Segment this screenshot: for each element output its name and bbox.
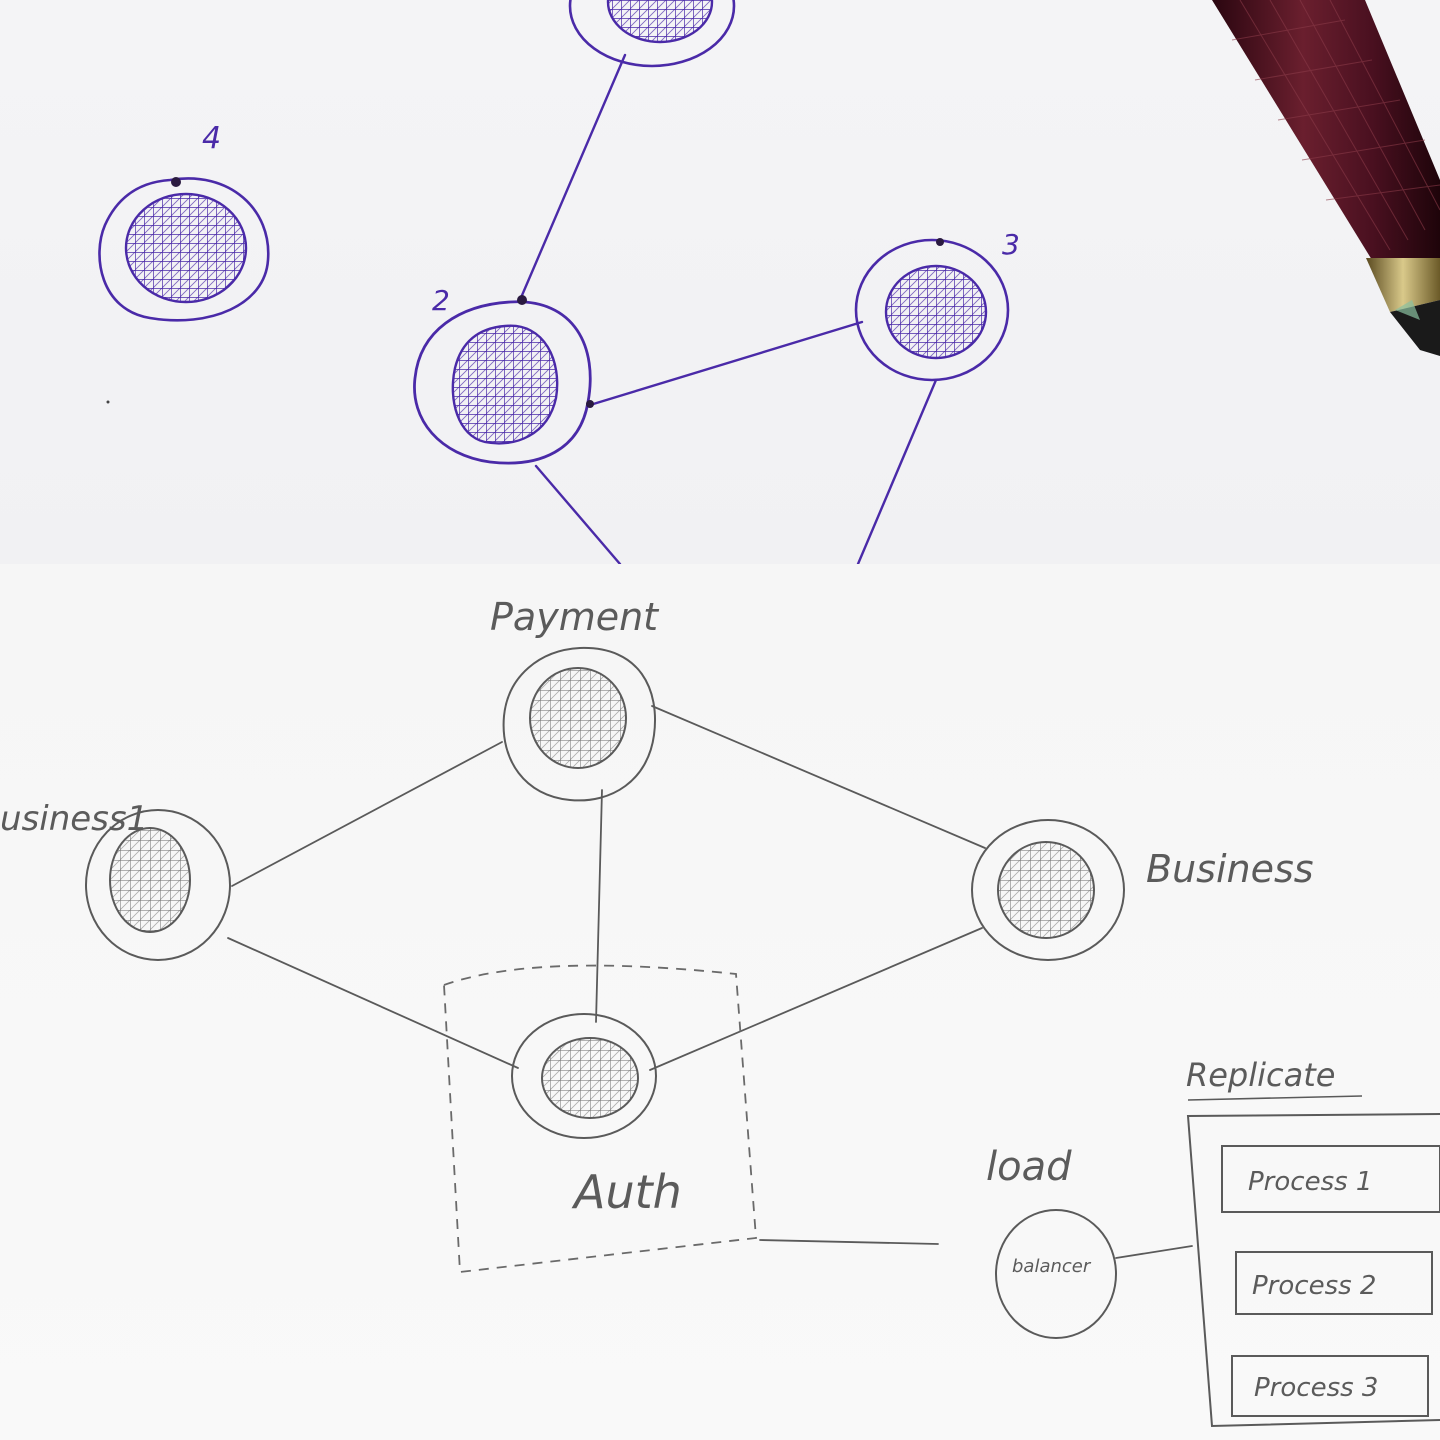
pencil-node-business <box>971 819 1125 961</box>
edge-top-to-node-2 <box>518 53 627 302</box>
process-1-label: Process 1 <box>1248 1167 1372 1197</box>
process-box-3: Process 3 <box>1231 1355 1429 1417</box>
ink-node-2-label: 2 <box>432 284 450 317</box>
pencil-edges <box>227 705 1193 1259</box>
edge-node-3-down <box>856 378 938 564</box>
fountain-pen <box>1212 0 1440 356</box>
ink-sketch-panel: 4 2 3 <box>0 0 1440 564</box>
business1-label: usiness1 <box>0 799 148 839</box>
ink-node-4 <box>98 177 270 322</box>
edge-payment-to-business1 <box>231 741 503 887</box>
process-3-label: Process 3 <box>1254 1373 1378 1403</box>
ink-node-3 <box>854 238 1010 382</box>
process-box-1: Process 1 <box>1221 1145 1440 1213</box>
edge-business1-to-auth <box>227 937 519 1069</box>
ink-node-top <box>568 0 736 68</box>
pencil-node-auth <box>511 1013 657 1139</box>
replicate-underline <box>1187 1095 1363 1101</box>
payment-label: Payment <box>490 595 660 639</box>
edge-business-to-auth <box>649 927 983 1071</box>
edge-load-balancer-to-replicas <box>1115 1245 1193 1259</box>
replicate-title: Replicate <box>1186 1056 1335 1094</box>
pencil-node-load-balancer <box>995 1209 1117 1339</box>
process-box-2: Process 2 <box>1235 1251 1433 1315</box>
process-2-label: Process 2 <box>1252 1271 1376 1301</box>
edge-payment-to-auth <box>595 789 603 1023</box>
business-label: Business <box>1146 847 1314 891</box>
edge-node-2-down <box>534 464 622 564</box>
pencil-sketch-panel: Payment usiness1 Business Auth load bala… <box>0 564 1440 1440</box>
edge-node-2-to-node-3 <box>588 320 864 407</box>
pencil-node-payment <box>502 646 656 802</box>
ink-node-3-label: 3 <box>1002 228 1020 261</box>
auth-label: Auth <box>571 1165 682 1219</box>
edge-payment-to-business <box>651 705 986 849</box>
pencil-diagram: Payment usiness1 Business Auth load bala… <box>0 595 1440 1428</box>
pencil-node-business1 <box>85 809 231 961</box>
auth-boundary <box>443 964 757 1274</box>
load-label: load <box>986 1144 1072 1190</box>
replicate-bracket <box>1186 1113 1440 1428</box>
edge-auth-to-load-balancer <box>759 1239 939 1245</box>
ink-node-2 <box>413 295 594 465</box>
ink-diagram: 4 2 3 <box>98 0 1440 564</box>
ink-edges <box>518 53 938 564</box>
balancer-label: balancer <box>1012 1256 1092 1277</box>
ink-node-4-label: 4 <box>202 121 221 156</box>
